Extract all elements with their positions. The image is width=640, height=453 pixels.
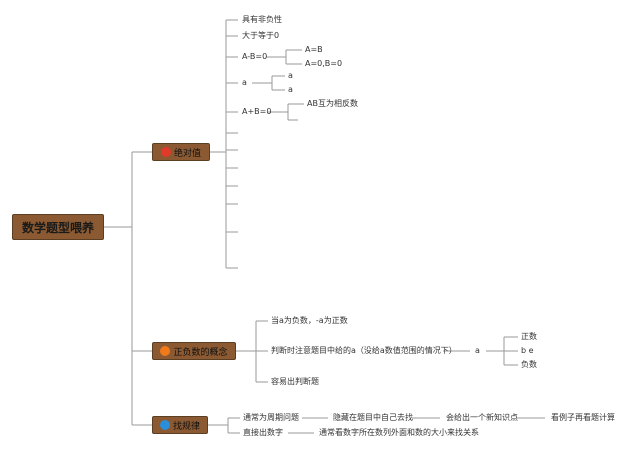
subtopic-item: a bbox=[288, 85, 293, 94]
topic-item: a bbox=[242, 78, 247, 87]
blue-dot-icon bbox=[159, 420, 170, 430]
topic-item: 隐藏在题目中自己去找 bbox=[333, 413, 413, 422]
topic-item: 容易出判断题 bbox=[271, 377, 319, 386]
topic-item: 通常为周期问题 bbox=[243, 413, 299, 422]
subtopic-item: AB互为相反数 bbox=[307, 99, 358, 108]
topic-item: 大于等于0 bbox=[242, 31, 280, 40]
subtopic-item: b e bbox=[521, 346, 534, 355]
branch-positive-negative[interactable]: 正负数的概念 bbox=[152, 342, 236, 360]
topic-item: 会给出一个新知识点 bbox=[446, 413, 518, 422]
topic-item: 判断时注意题目中给的a（没给a数值范围的情况下） bbox=[271, 346, 457, 355]
subtopic-item: A=B bbox=[305, 45, 323, 54]
branch-label: 找规律 bbox=[172, 421, 200, 432]
branch-find-pattern[interactable]: 找规律 bbox=[152, 416, 208, 434]
subtopic-item: 正数 bbox=[521, 332, 537, 341]
topic-item: A-B=0 bbox=[242, 52, 268, 61]
topic-item: 看例子再看题计算 bbox=[551, 413, 615, 422]
subtopic-item: a bbox=[288, 71, 293, 80]
topic-item: A+B=0 bbox=[242, 107, 272, 116]
topic-item: 具有非负性 bbox=[242, 15, 282, 24]
orange-dot-icon bbox=[160, 346, 171, 356]
branch-label: 正负数的概念 bbox=[173, 347, 228, 358]
branch-label: 绝对值 bbox=[173, 148, 201, 159]
subtopic-item: A=0,B=0 bbox=[305, 59, 343, 68]
topic-item: 当a为负数，-a为正数 bbox=[271, 316, 348, 325]
branch-absolute-value[interactable]: 绝对值 bbox=[152, 143, 210, 161]
red-dot-icon bbox=[160, 147, 171, 157]
root-label: 数学题型喂养 bbox=[21, 220, 94, 235]
subtopic-item: 负数 bbox=[521, 360, 537, 369]
root-node[interactable]: 数学题型喂养 bbox=[12, 214, 104, 240]
subtopic-item: a bbox=[475, 346, 480, 355]
topic-item: 直接出数字 bbox=[243, 428, 283, 437]
topic-item: 通常看数字所在数列外面和数的大小来找关系 bbox=[319, 428, 479, 437]
